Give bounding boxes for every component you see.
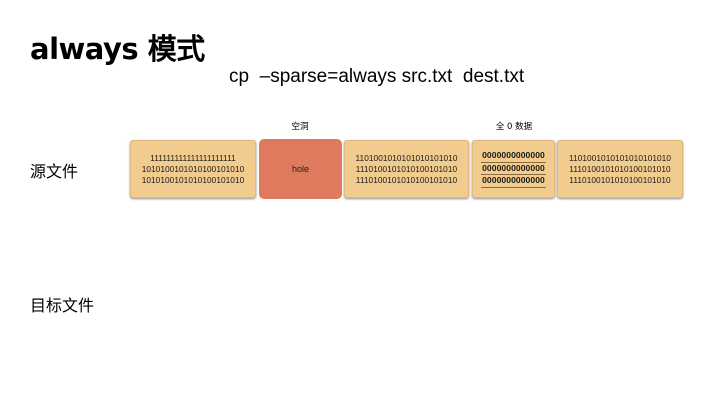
command-text: cp –sparse=always src.txt dest.txt: [229, 66, 525, 87]
hole-block: hole: [259, 139, 342, 199]
data-block-3: 1101001010101010101010 11101001010101001…: [557, 140, 683, 198]
zero-data-annotation: 全 0 数据: [495, 122, 533, 132]
hole-label: hole: [291, 164, 309, 174]
slide-title: always 模式: [30, 32, 205, 66]
block-line: 111111111111111111111: [150, 152, 236, 163]
block-line: 1110100101010100101010: [355, 174, 458, 185]
block-line: 0000000000000: [481, 150, 546, 163]
hole-annotation: 空洞: [291, 122, 309, 132]
block-line: 1010100101010100101010: [141, 174, 245, 185]
block-line: 1010100101010100101010: [141, 163, 245, 174]
data-block-1: 111111111111111111111 101010010101010010…: [130, 140, 256, 198]
source-file-label: 源文件: [30, 162, 79, 181]
data-block-2: 1101001010101010101010 11101001010101001…: [344, 140, 469, 198]
block-line: 1110100101010100101010: [569, 163, 671, 174]
zero-data-block: 0000000000000 0000000000000 000000000000…: [472, 140, 555, 198]
block-line: 0000000000000: [481, 175, 546, 188]
block-line: 1110100101010100101010: [569, 174, 671, 185]
block-line: 1110100101010100101010: [355, 163, 458, 174]
target-file-label: 目标文件: [30, 296, 95, 315]
block-line: 1101001010101010101010: [355, 152, 458, 163]
block-line: 0000000000000: [481, 163, 546, 176]
block-line: 1101001010101010101010: [569, 152, 671, 163]
